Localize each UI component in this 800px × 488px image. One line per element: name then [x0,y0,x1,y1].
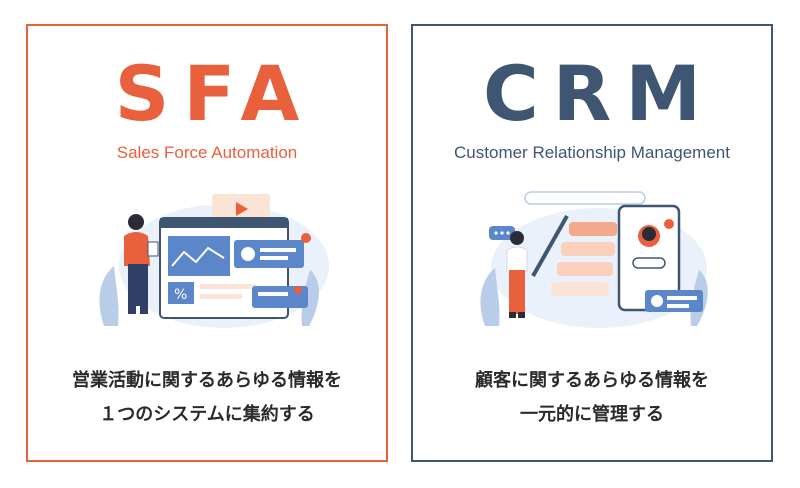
sfa-description-line1: 営業活動に関するあらゆる情報を [72,370,342,391]
sfa-illustration: % [99,194,329,328]
crm-fullname: Customer Relationship Management [454,143,730,162]
svg-text:%: % [174,287,187,303]
sfa-description: 営業活動に関するあらゆる情報を １つのシステムに集約する [28,364,386,432]
sfa-title: SFA [114,49,314,138]
crm-card: CRM Customer Relationship Management [411,24,773,462]
crm-illustration [480,191,708,328]
crm-description-line1: 顧客に関するあらゆる情報を [475,370,709,391]
sfa-fullname: Sales Force Automation [116,143,298,162]
crm-description-line2: 一元的に管理する [520,404,664,425]
crm-description: 顧客に関するあらゆる情報を 一元的に管理する [413,364,771,432]
crm-title: CRM [483,49,715,138]
sfa-card: SFA Sales Force Automation % [26,24,388,462]
sfa-description-line2: １つのシステムに集約する [99,404,315,425]
